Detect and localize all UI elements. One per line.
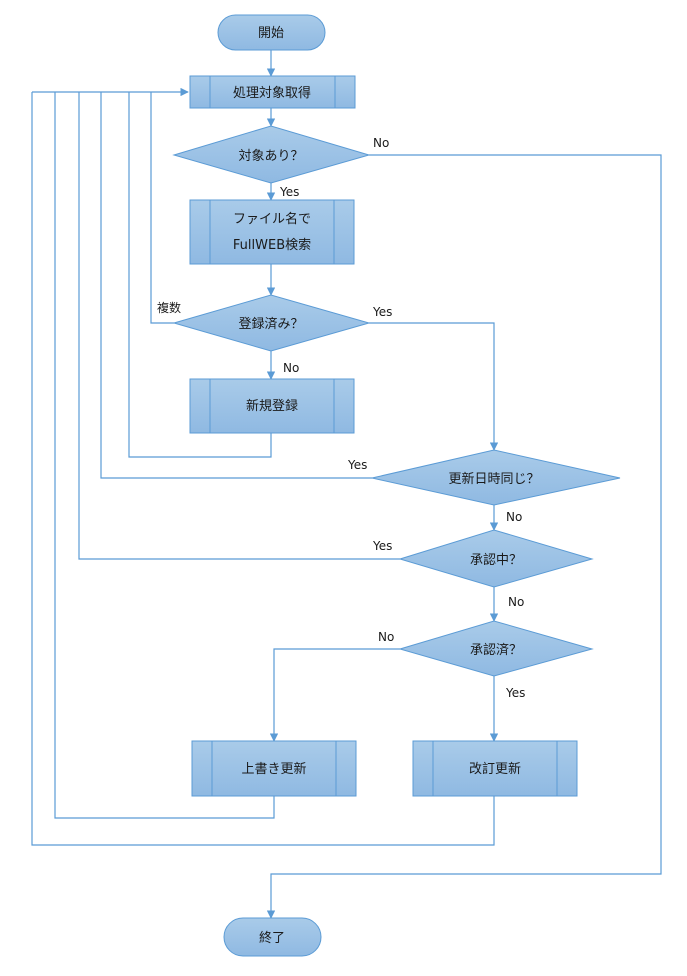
fetch-process-node: 処理対象取得 [189,75,356,109]
end-node: 終了 [223,917,322,957]
registered-label: 登録済み？ [238,316,303,332]
edge-label-approving-no: No [508,595,524,609]
approving-decision: 承認中？ [398,529,594,588]
edge-label-target-no: No [373,136,389,150]
edge-label-samedate-yes: Yes [347,458,367,472]
search-process-node: ファイル名で FullWEB検索 [189,199,355,265]
edge-label-registered-no: No [283,361,299,375]
edge-label-target-yes: Yes [279,185,299,199]
has-target-label: 対象あり？ [238,149,303,164]
search-label-line1: ファイル名で [233,211,311,227]
approving-label: 承認中？ [470,552,522,568]
edge-samedate-loop [100,92,372,479]
edge-multiple-loop [150,92,174,324]
edge-labels: No Yes 複数 Yes No Yes No Yes No No Yes [157,136,525,700]
revise-process-node: 改訂更新 [412,740,578,797]
edge-approved-no [269,648,400,742]
new-register-process-node: 新規登録 [189,378,355,434]
edge-label-approving-yes: Yes [372,539,392,553]
has-target-decision: 対象あり？ [172,125,371,184]
new-register-label: 新規登録 [246,398,298,414]
approved-decision: 承認済？ [398,620,594,677]
end-label: 終了 [259,930,285,946]
approved-label: 承認済？ [470,642,522,658]
registered-decision: 登録済み？ [172,294,371,352]
edge-revise-loop [31,92,495,846]
fetch-label: 処理対象取得 [233,85,311,101]
edge-label-multiple: 複数 [157,300,181,315]
edge-overwrite-loop [54,92,275,819]
edge-registered-yes [369,322,499,451]
start-label: 開始 [258,26,284,41]
connectors [31,50,662,919]
same-date-label: 更新日時同じ？ [448,471,539,487]
edge-target-no-end [266,154,662,919]
edge-label-approved-no: No [378,630,394,644]
edge-label-approved-yes: Yes [505,686,525,700]
edge-label-registered-yes: Yes [372,305,392,319]
revise-label: 改訂更新 [469,761,521,777]
overwrite-process-node: 上書き更新 [191,740,357,797]
same-date-decision: 更新日時同じ？ [371,449,621,506]
overwrite-label: 上書き更新 [241,761,306,777]
edge-label-samedate-no: No [506,510,522,524]
start-node: 開始 [217,14,326,51]
edge-approving-loop [78,92,400,560]
search-label-line2: FullWEB検索 [233,238,311,253]
edge-new-loop [128,92,272,458]
